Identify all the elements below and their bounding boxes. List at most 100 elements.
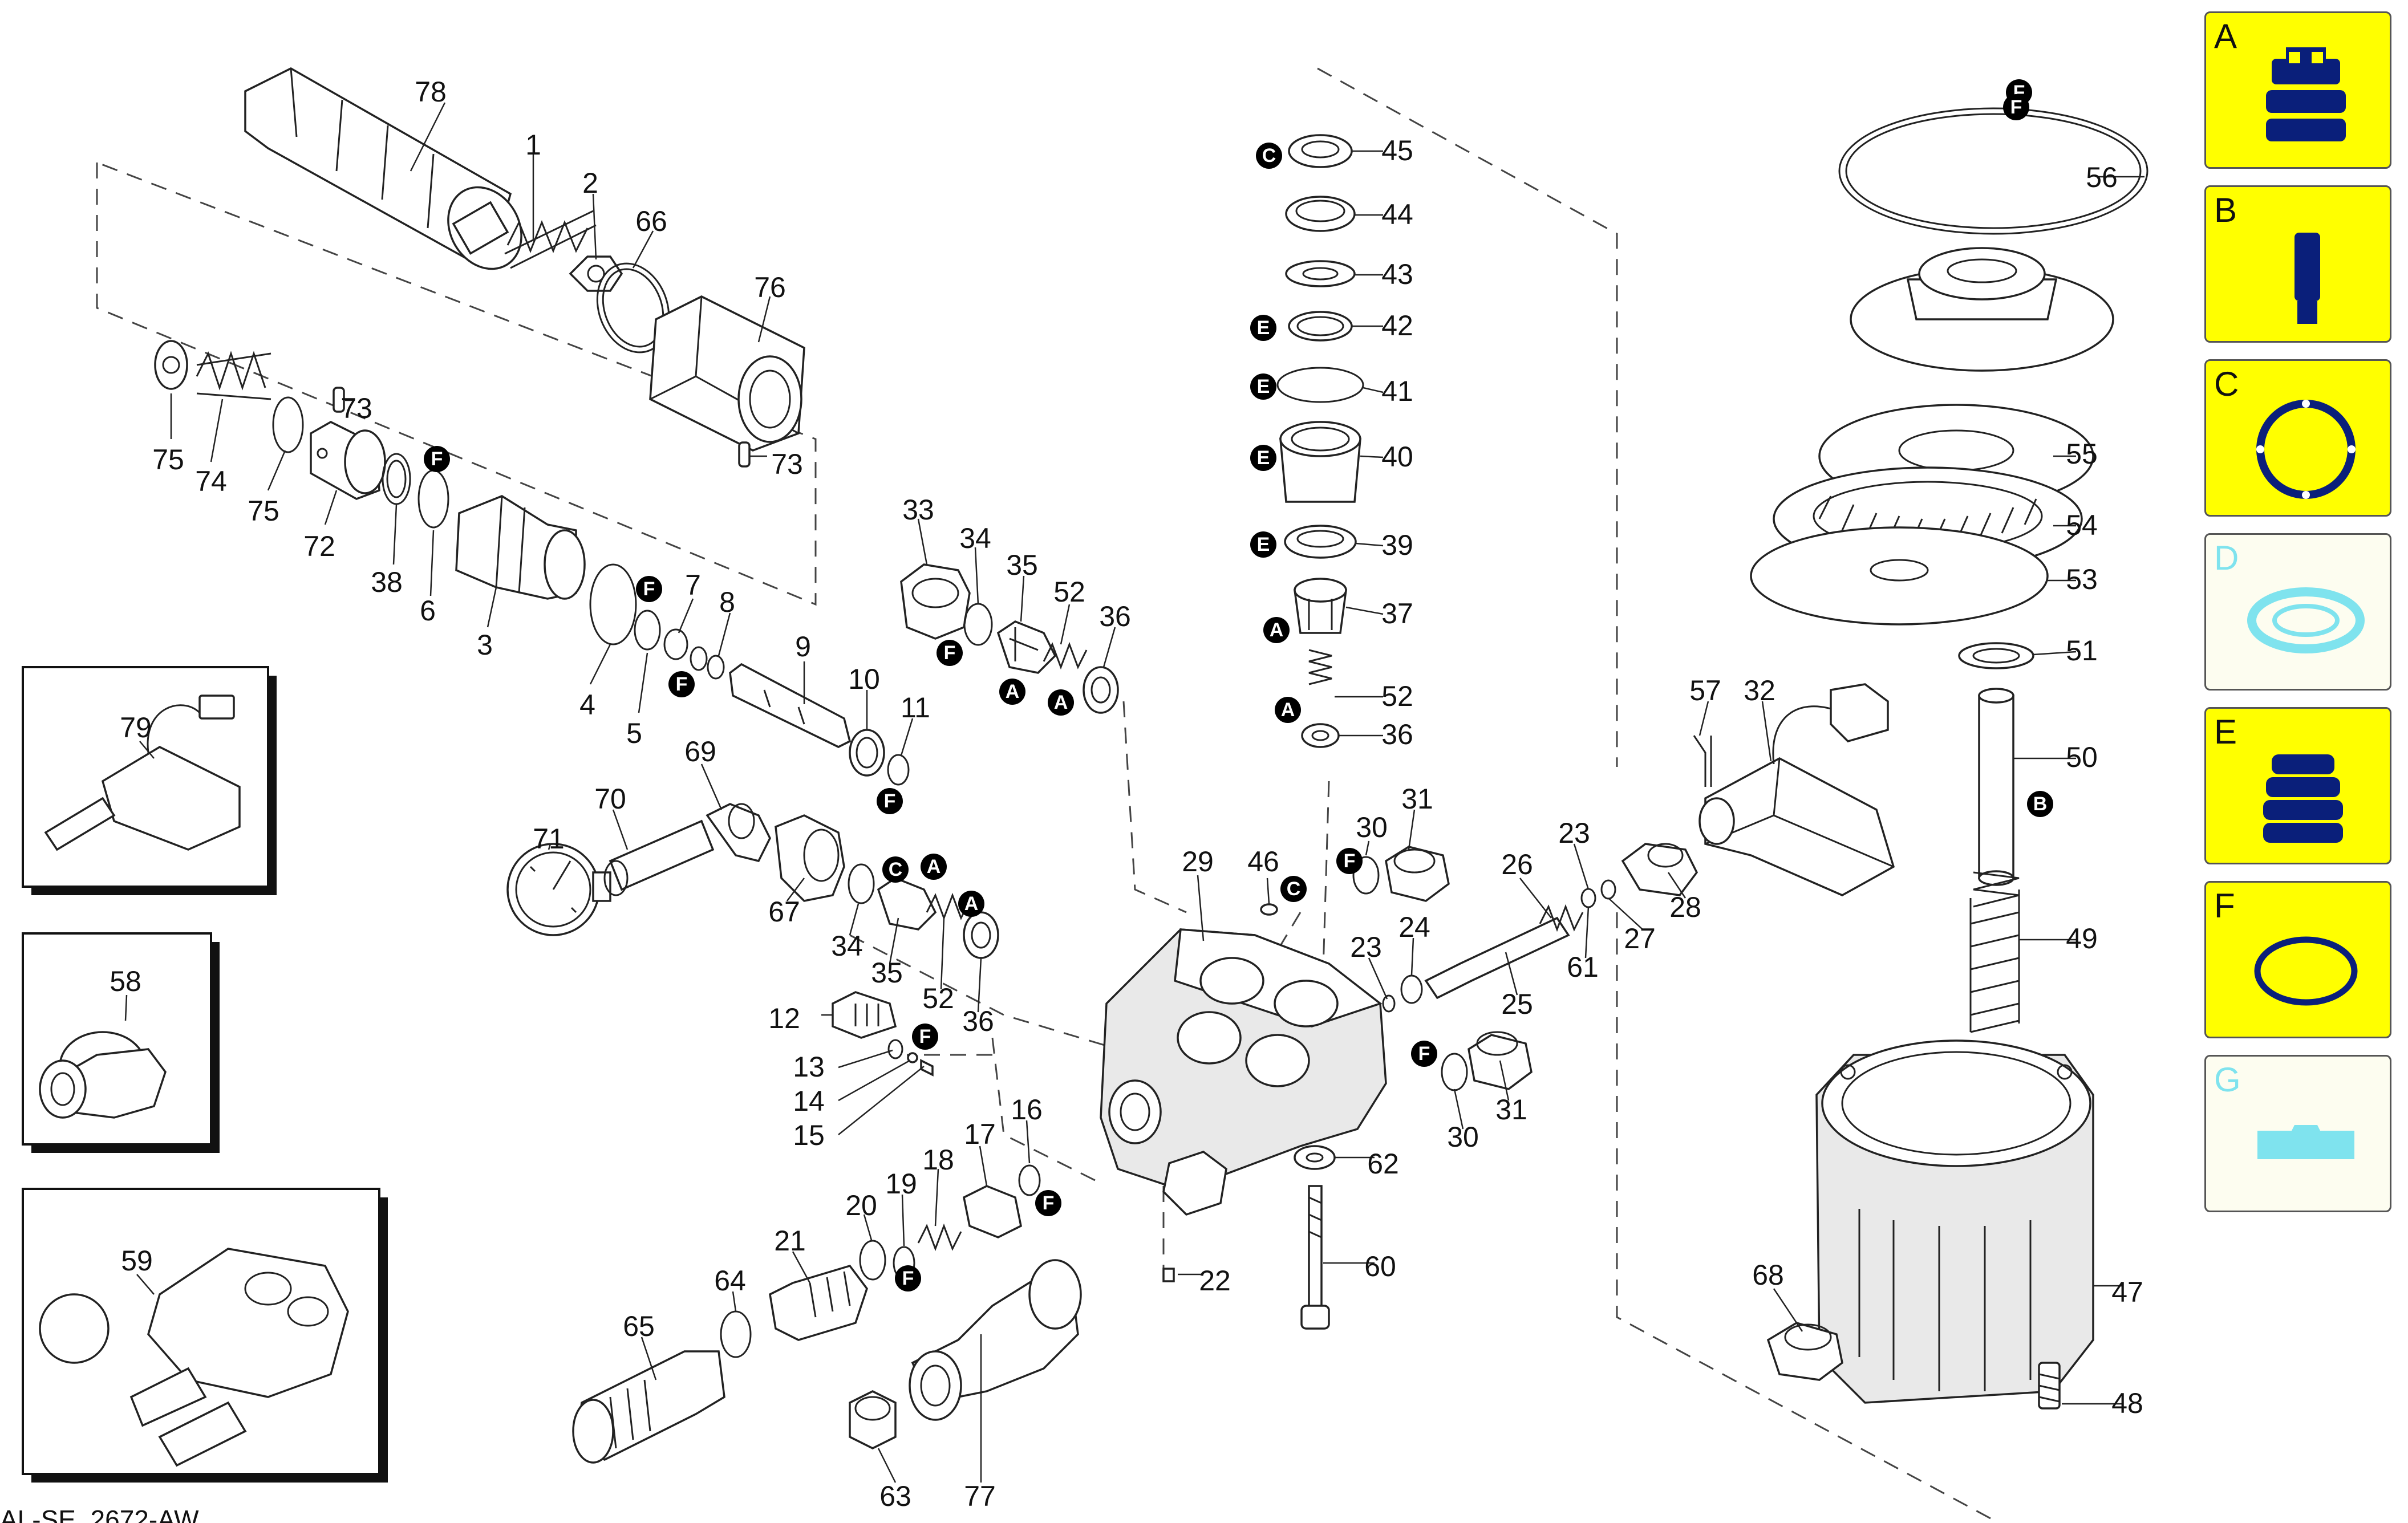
callout-55: 55 — [2053, 438, 2098, 470]
callout-58: 58 — [110, 965, 141, 1021]
part-62-washer — [1294, 1145, 1336, 1170]
part-16-oring — [1018, 1164, 1041, 1196]
callout-54: 54 — [2053, 509, 2098, 541]
kit-marker-letter: B — [2033, 793, 2048, 815]
callout-19: 19 — [885, 1168, 917, 1246]
kit-marker-circle — [2003, 94, 2029, 120]
callout-30: 30 — [1356, 811, 1388, 856]
callout-number: 70 — [594, 783, 626, 815]
callout-75: 75 — [248, 450, 286, 527]
kit-marker-circle — [668, 671, 695, 697]
callout-36: 36 — [1339, 718, 1413, 750]
callout-number: 38 — [371, 566, 403, 598]
callout-number: 44 — [1381, 198, 1413, 230]
callout-number: 23 — [1350, 931, 1382, 963]
part-52-spring-center — [1308, 649, 1332, 685]
part-38-washer — [382, 453, 411, 505]
part-9-stem — [729, 663, 852, 748]
part-17-check — [963, 1185, 1022, 1238]
kit-marker-letter: A — [964, 893, 979, 915]
callout-number: 6 — [420, 595, 436, 627]
kit-marker-circle — [1048, 689, 1074, 716]
callout-number: 34 — [959, 522, 991, 554]
callout-leader-line — [1608, 897, 1643, 930]
callout-number: 9 — [795, 631, 811, 663]
callout-leader-line — [1365, 840, 1370, 856]
callout-leader-line — [139, 741, 155, 759]
kit-marker-letter: A — [1006, 681, 1020, 702]
callout-leader-line — [632, 230, 654, 269]
part-52-spring-upper — [1043, 641, 1088, 670]
callout-52: 52 — [1335, 680, 1413, 712]
part-53-washer — [1750, 526, 2049, 626]
kit-marker-letter: F — [676, 673, 688, 695]
callout-leader-line — [1698, 701, 1709, 736]
part-63-sleeve — [849, 1390, 897, 1449]
callout-5: 5 — [626, 652, 648, 749]
callout-number: 51 — [2066, 635, 2098, 667]
legend-kit-c: C — [2204, 359, 2391, 517]
callout-leader-line — [1266, 878, 1270, 904]
callout-leader-line — [592, 193, 597, 260]
kit-marker-circle — [1250, 373, 1276, 400]
callout-leader-line — [838, 1049, 893, 1069]
callout-51: 51 — [2033, 635, 2098, 667]
callout-leader-line — [787, 878, 805, 901]
callout-43: 43 — [1355, 258, 1413, 290]
callout-number: 29 — [1182, 846, 1214, 878]
kit-marker-circle — [1411, 1041, 1437, 1067]
callout-12: 12 — [768, 1002, 833, 1034]
kit-marker-circle — [958, 891, 984, 917]
kit-marker-e: E — [1250, 445, 1276, 471]
callout-45: 45 — [1352, 135, 1413, 166]
callout-number: 47 — [2111, 1276, 2143, 1308]
callout-number: 63 — [879, 1480, 911, 1512]
part-12-fitting — [832, 991, 897, 1039]
callout-62: 62 — [1335, 1148, 1399, 1180]
callout-number: 69 — [684, 736, 716, 767]
callout-14: 14 — [793, 1059, 910, 1117]
callout-27: 27 — [1608, 897, 1656, 955]
callout-65: 65 — [623, 1310, 657, 1380]
inset-79-pressure-switch — [22, 666, 277, 895]
legend-kit-d: D — [2204, 533, 2391, 691]
part-45-packing-nut — [1288, 134, 1353, 168]
part-39-seal — [1284, 525, 1357, 559]
callout-leader-line — [589, 644, 611, 685]
part-49-spring — [1969, 871, 2020, 1033]
callout-leader-line — [1453, 1089, 1464, 1130]
callout-leader-line — [487, 587, 497, 628]
callout-number: 13 — [793, 1051, 825, 1083]
callout-63: 63 — [877, 1448, 911, 1512]
callout-leader-line — [732, 1291, 737, 1312]
kit-marker-letter: A — [1270, 619, 1284, 641]
callout-number: 46 — [1247, 846, 1279, 878]
callout-number: 62 — [1367, 1148, 1399, 1180]
callout-leader-line — [1025, 1120, 1031, 1164]
kit-marker-circle — [424, 446, 450, 472]
callout-leader-line — [700, 763, 723, 810]
kit-marker-letter: F — [1418, 1043, 1430, 1065]
kit-marker-a: A — [1263, 617, 1290, 643]
callout-24: 24 — [1398, 911, 1430, 976]
kit-marker-circle — [882, 856, 909, 883]
part-44-ring — [1285, 196, 1356, 232]
callout-number: 59 — [121, 1245, 153, 1277]
callout-leader-line — [1573, 843, 1590, 890]
callout-38: 38 — [371, 504, 403, 598]
part-76-valve-body — [649, 295, 805, 452]
part-35-cage-upper — [996, 620, 1057, 674]
kit-marker-c: C — [1280, 876, 1307, 902]
callout-number: 31 — [1401, 783, 1433, 815]
part-21-nipple — [769, 1264, 868, 1341]
callout-number: 49 — [2066, 923, 2098, 955]
kit-marker-letter: C — [1262, 145, 1276, 166]
callout-number: 76 — [754, 271, 786, 303]
callout-leader-line — [1773, 1288, 1803, 1332]
callout-48: 48 — [2062, 1387, 2143, 1419]
callout-number: 17 — [964, 1118, 996, 1150]
callout-number: 42 — [1381, 310, 1413, 342]
callout-number: 32 — [1744, 675, 1775, 706]
kit-marker-f: F — [1411, 1041, 1437, 1067]
